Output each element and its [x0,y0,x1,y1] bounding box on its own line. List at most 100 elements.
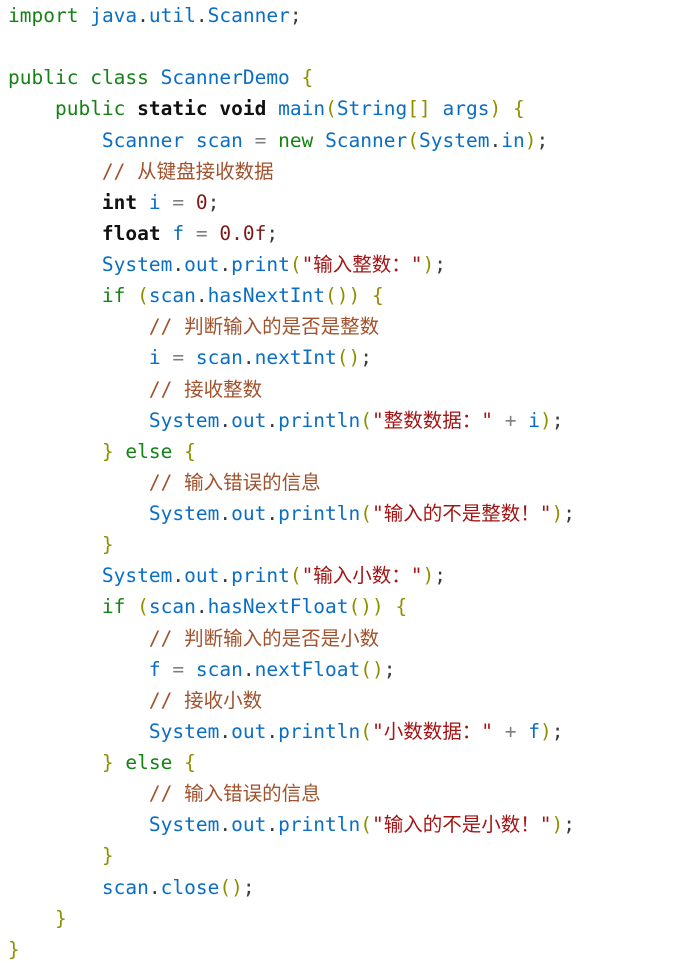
punctuation-token: ; [563,813,575,837]
punctuation-token: . [219,253,232,276]
identifier-token: i [528,408,540,432]
whitespace [8,222,102,245]
code-line: if (scan.hasNextInt()) { [8,280,683,311]
identifier-token: hasNextInt [207,284,326,308]
code-line: // 判断输入的是否是整数 [8,311,683,342]
whitespace [493,720,505,743]
keyword-token: public [54,97,126,121]
punctuation-token: . [219,502,232,525]
bracket-token: ) [422,253,435,276]
identifier-token: scan [148,595,196,619]
keyword-token: class [90,66,149,90]
identifier-token: System [148,502,220,525]
code-line: int i = 0; [8,187,683,218]
identifier-token: out [231,502,267,525]
whitespace [161,658,173,681]
punctuation-token: ; [563,502,575,525]
code-line: } [8,934,683,965]
identifier-token: f [528,719,540,743]
whitespace [493,409,505,432]
whitespace [431,97,443,120]
code-line: } else { [8,436,683,467]
punctuation-token: ; [536,128,549,152]
keyword-token: import [8,4,79,27]
identifier-token: out [231,408,267,432]
punctuation-token: . [148,875,161,899]
identifier-token: nextFloat [254,657,361,681]
punctuation-token: . [137,4,149,27]
bracket-token: } [101,439,114,463]
identifier-token: System [148,813,220,837]
identifier-token: System [101,253,173,276]
whitespace [8,315,149,338]
code-line: } [8,840,683,871]
punctuation-token: ; [383,657,396,681]
code-line: System.out.println("小数数据：" + f); [8,716,683,747]
code-line: // 接收整数 [8,374,683,405]
code-line: // 判断输入的是否是小数 [8,623,683,654]
punctuation-token: ; [266,221,279,245]
code-line: // 从键盘接收数据 [8,156,683,187]
identifier-token: scan [195,128,243,152]
identifier-token: println [278,408,361,432]
code-line: float f = 0.0f; [8,218,683,249]
type-keyword-token: void [219,97,267,121]
identifier-token: println [278,813,361,837]
identifier-token: nextInt [254,346,337,370]
punctuation-token: ; [434,253,447,276]
whitespace [8,782,149,805]
whitespace [161,191,173,214]
whitespace [114,440,126,463]
identifier-token: scan [101,875,149,899]
punctuation-token: ; [551,719,564,743]
bracket-token: ) [489,97,502,121]
identifier-token: i [148,346,161,370]
code-line: System.out.println("整数数据：" + i); [8,405,683,436]
bracket-token: ( [407,128,419,152]
code-line: // 接收小数 [8,685,683,716]
whitespace [8,533,102,556]
identifier-token: out [231,719,267,743]
bracket-token: } [101,844,114,868]
bracket-token: ) [524,128,537,152]
identifier-token: print [231,253,290,276]
whitespace [184,346,196,369]
code-line: } [8,903,683,934]
punctuation-token: . [266,813,279,837]
whitespace [8,658,149,681]
operator-token: = [195,221,208,245]
keyword-token: new [278,128,314,152]
code-line: i = scan.nextInt(); [8,342,683,373]
whitespace [8,876,102,899]
code-block: import java.util.Scanner; public class S… [8,0,683,965]
string-token: "输入小数：" [301,564,423,588]
identifier-token: scan [148,284,196,308]
code-line: scan.close(); [8,872,683,903]
punctuation-token: . [489,128,502,152]
code-line: System.out.print("输入整数："); [8,249,683,280]
identifier-token: ScannerDemo [160,66,290,90]
comment-token: // 接收小数 [148,688,263,712]
whitespace [125,595,137,618]
bracket-token: } [101,751,114,774]
whitespace [78,66,90,89]
identifier-token: Scanner [325,128,408,152]
identifier-token: close [160,875,220,899]
operator-token: = [172,657,185,681]
operator-token: = [172,190,185,214]
whitespace [8,129,102,152]
identifier-token: println [278,502,361,525]
identifier-token: java [90,4,138,27]
type-keyword-token: int [101,190,138,214]
whitespace [8,160,102,183]
comment-token: // 接收整数 [148,377,263,401]
code-line [8,31,683,62]
identifier-token: out [184,564,220,588]
whitespace [313,129,325,152]
bracket-token: ( [360,502,373,525]
punctuation-token: ; [434,564,447,588]
punctuation-token: . [219,408,232,432]
string-token: "输入的不是小数！" [372,813,552,837]
bracket-token: ( [137,595,149,619]
punctuation-token: ; [360,346,373,370]
